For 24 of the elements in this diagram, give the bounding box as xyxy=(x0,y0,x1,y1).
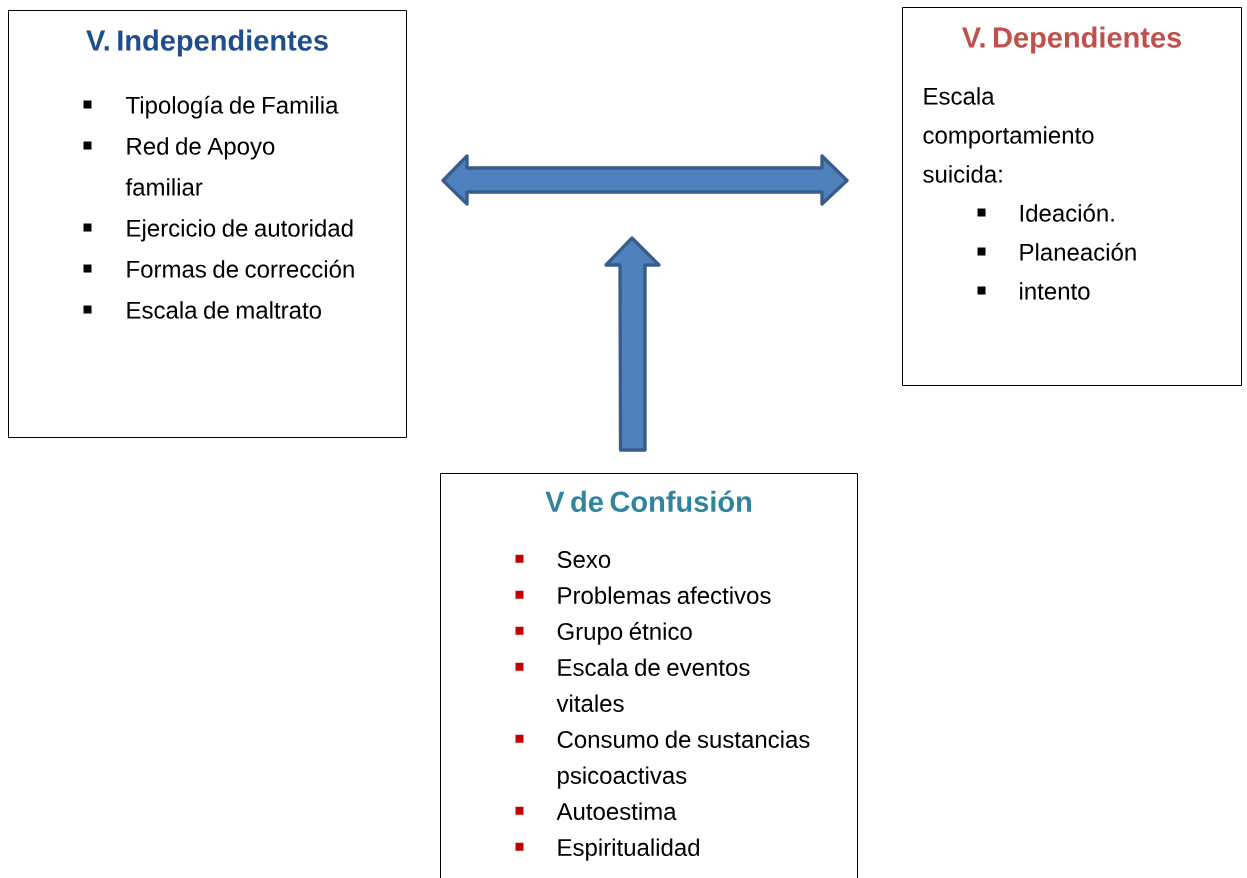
list-item: Red de Apoyo familiar xyxy=(125,137,275,196)
list-item: Problemas afectivos xyxy=(558,586,771,604)
heading: V. Independientes xyxy=(86,29,328,57)
list-item: Consumo de sustancias psicoactivas xyxy=(557,730,810,789)
double-block-arrow xyxy=(441,154,849,206)
list-item: Tipología de Familia xyxy=(126,95,339,119)
list-item: Formas de corrección xyxy=(127,259,354,278)
list-item: intento xyxy=(1020,282,1090,300)
list-item: Ejercicio de autoridad xyxy=(127,219,353,242)
panel-box xyxy=(440,473,858,878)
list-item: Planeación xyxy=(1020,242,1136,261)
list-item: Ideación. xyxy=(1020,203,1114,222)
list-item: Sexo xyxy=(557,551,611,568)
heading: V. Dependientes xyxy=(962,26,1181,54)
list-item: Grupo étnico xyxy=(557,622,692,645)
list-item: Autoestima xyxy=(556,802,677,820)
panel-box xyxy=(8,10,407,438)
list-item: Escala de maltrato xyxy=(127,301,321,319)
list-item: Espiritualidad xyxy=(558,838,699,861)
body-text: Escala comportamiento suicida: xyxy=(923,87,1094,183)
block-arrow xyxy=(604,236,661,452)
list-item: Escala de eventos vitales xyxy=(556,658,750,712)
heading: V de Confusión xyxy=(545,490,752,513)
panel-box xyxy=(902,7,1242,386)
